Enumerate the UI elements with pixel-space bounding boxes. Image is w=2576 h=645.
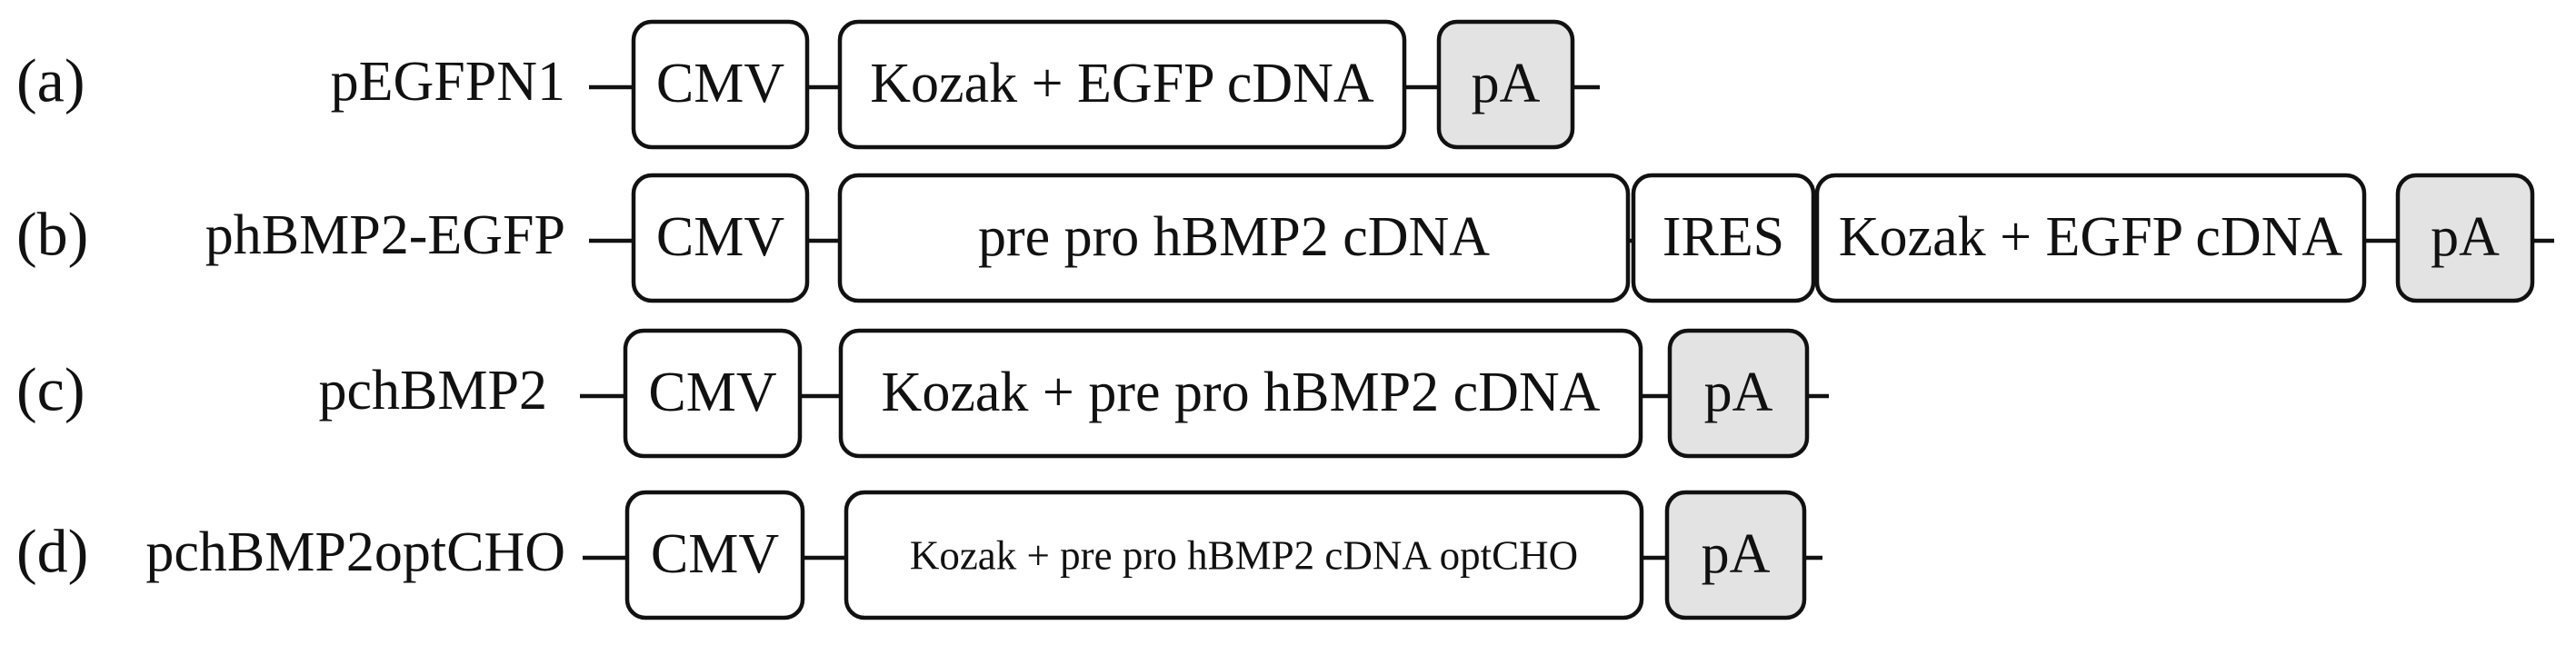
element-label: CMV (651, 523, 779, 585)
element-box (1631, 173, 1816, 303)
element-box (1814, 173, 2367, 303)
construct-name: pEGFPN1 (331, 51, 565, 113)
element-box (837, 19, 1407, 150)
element-box (623, 328, 803, 459)
polya-element-box (1436, 19, 1575, 150)
row-letter: (b) (16, 200, 88, 269)
construct-row: (c) pchBMP2 CMV Kozak + pre pro hBMP2 cDNA p… (16, 328, 1829, 459)
element-label: Kozak + pre pro hBMP2 cDNA optCHO (910, 532, 1578, 578)
element-label: pre pro hBMP2 cDNA (978, 206, 1490, 268)
construct-name: pchBMP2 (319, 360, 547, 422)
element-box (844, 490, 1644, 620)
element-box (838, 328, 1643, 459)
element-label: Kozak + pre pro hBMP2 cDNA (882, 362, 1601, 423)
construct-row: (d) pchBMP2optCHO CMV Kozak + pre pro hBMP2… (16, 490, 1822, 620)
element-box (624, 490, 805, 620)
polya-element-box (2395, 173, 2535, 303)
element-label: IRES (1662, 206, 1784, 268)
element-box (837, 173, 1631, 303)
construct-row: (b) phBMP2-EGFP CMV pre pro hBMP2 cDNA IRES K… (16, 173, 2554, 303)
polya-element-box (1664, 490, 1807, 620)
row-letter: (d) (16, 517, 88, 586)
construct-name: pchBMP2optCHO (145, 521, 565, 583)
construct-name: phBMP2-EGFP (205, 204, 565, 266)
element-label: CMV (648, 362, 776, 423)
element-label: pA (1702, 523, 1771, 585)
element-label: Kozak + EGFP cDNA (1839, 206, 2343, 268)
element-label: pA (2431, 206, 2500, 268)
element-label: CMV (656, 53, 784, 114)
construct-row: (a) pEGFPN1 CMV Kozak + EGFP cDNA pA (16, 19, 1600, 150)
element-label: pA (1472, 53, 1541, 114)
element-label: Kozak + EGFP cDNA (870, 53, 1374, 114)
element-label: CMV (656, 206, 784, 268)
element-box (631, 173, 810, 303)
element-box (631, 19, 810, 150)
polya-element-box (1667, 328, 1810, 459)
row-letter: (a) (16, 46, 85, 115)
row-letter: (c) (16, 355, 85, 424)
element-label: pA (1704, 362, 1773, 423)
